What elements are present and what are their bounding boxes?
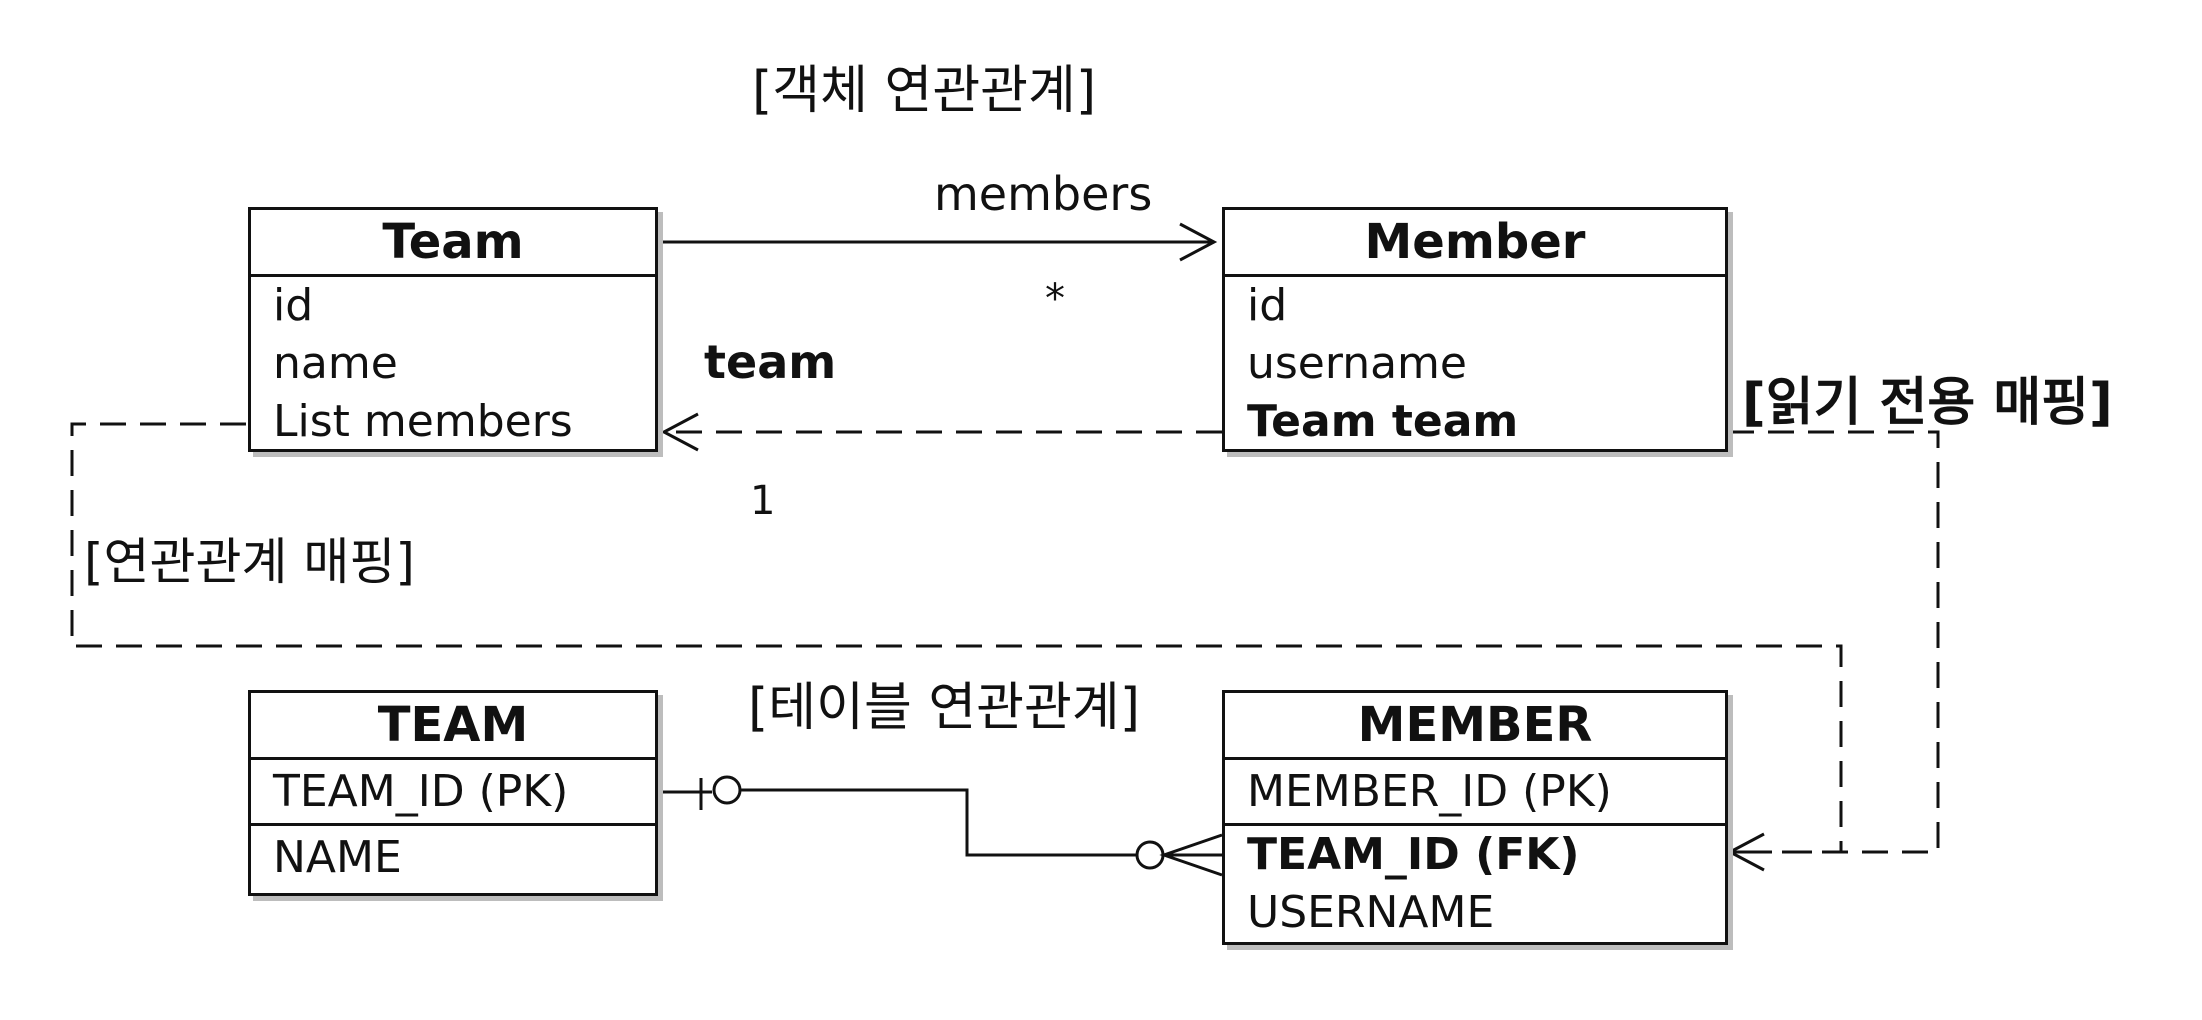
member-field-id: id	[1247, 280, 1288, 331]
member-field-username: username	[1247, 338, 1467, 389]
mapping-label: [연관관계 매핑]	[84, 533, 415, 591]
team-entity-box: Team id name List members	[248, 207, 658, 452]
team-arrowhead	[660, 412, 699, 452]
table-relation-title: [테이블 연관관계]	[748, 678, 1140, 738]
many-multiplicity-label: *	[1045, 276, 1065, 322]
readonly-mapping-label: [읽기 전용 매핑]	[1742, 373, 2113, 433]
team-column-name: NAME	[273, 832, 402, 883]
member-column-member-id: MEMBER_ID (PK)	[1225, 760, 1725, 826]
er-relation-line	[740, 788, 1136, 857]
team-field-members: List members	[273, 396, 573, 447]
team-entity-title: Team	[251, 210, 655, 277]
readonly-dashed-line	[1728, 430, 1940, 854]
member-column-username: USERNAME	[1247, 887, 1495, 938]
team-table-box: TEAM TEAM_ID (PK) NAME	[248, 690, 658, 896]
team-table-title: TEAM	[251, 693, 655, 760]
members-arrowhead	[1179, 222, 1218, 262]
member-column-team-id: TEAM_ID (FK)	[1247, 829, 1580, 880]
members-label: members	[934, 167, 1153, 221]
member-entity-box: Member id username Team team	[1222, 207, 1728, 452]
team-field-id: id	[273, 280, 314, 331]
member-table-box: MEMBER MEMBER_ID (PK) TEAM_ID (FK) USERN…	[1222, 690, 1728, 945]
member-entity-title: Member	[1225, 210, 1725, 277]
er-zero-mark-one	[712, 775, 742, 805]
fk-arrowhead	[1726, 832, 1765, 872]
member-field-team: Team team	[1247, 396, 1519, 447]
member-table-title: MEMBER	[1225, 693, 1725, 760]
team-label: team	[704, 335, 837, 389]
team-column-team-id: TEAM_ID (PK)	[251, 760, 655, 826]
er-zero-mark-many	[1135, 840, 1165, 870]
one-multiplicity-label: 1	[750, 478, 776, 524]
team-field-name: name	[273, 338, 398, 389]
object-relation-title: [객체 연관관계]	[752, 61, 1097, 121]
